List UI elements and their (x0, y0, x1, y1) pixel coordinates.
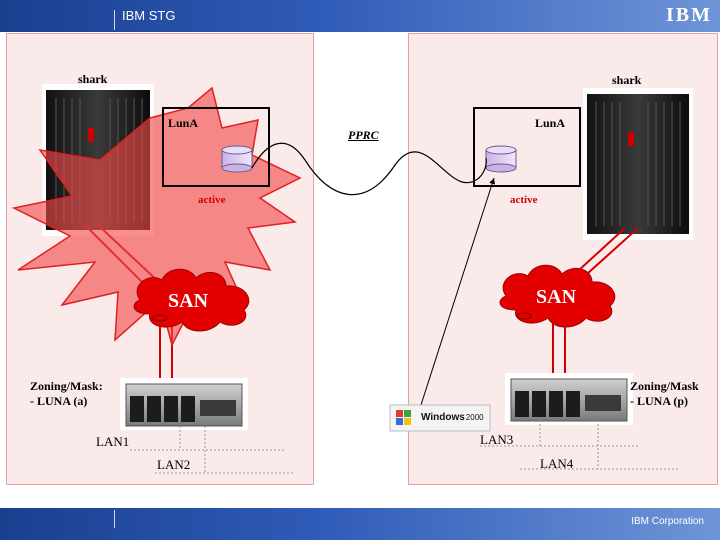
header-divider (114, 10, 115, 30)
left-lun-label: LunA (168, 116, 199, 130)
pprc-label: PPRC (348, 128, 379, 142)
ibm-logo: IBM (666, 4, 712, 26)
lan2-label: LAN2 (157, 457, 191, 472)
header-title: IBM STG (122, 8, 176, 23)
right-lun-box (473, 107, 581, 187)
lan1-label: LAN1 (96, 434, 130, 449)
left-zoning-text: Zoning/Mask: - LUNA (a) (30, 379, 103, 409)
footer-company: IBM Corporation (631, 516, 704, 527)
right-zoning-line1: Zoning/Mask (630, 379, 699, 393)
right-storage-label: shark (612, 73, 642, 87)
windows-name: Windows (421, 412, 465, 423)
right-zoning-line2: - LUNA (p) (630, 394, 689, 408)
right-disk-icon (485, 145, 517, 173)
left-lun-state: active (198, 194, 226, 206)
right-zoning-text: Zoning/Mask - LUNA (p) (630, 379, 699, 409)
left-zoning-line1: Zoning/Mask: (30, 379, 103, 393)
right-san-cloud (499, 264, 616, 328)
left-server (120, 378, 248, 430)
left-storage-label: shark (78, 72, 108, 86)
windows-logo-text: Windows2000 (421, 412, 484, 423)
right-lun-label: LunA (535, 116, 566, 130)
right-san-label: SAN (536, 286, 577, 308)
left-zoning-line2: - LUNA (a) (30, 394, 88, 408)
lan4-label: LAN4 (540, 456, 574, 471)
lan3-label: LAN3 (480, 432, 514, 447)
right-server (505, 373, 633, 425)
pprc-link-curve (251, 142, 487, 196)
windows-logo-icon (389, 404, 491, 432)
right-lun-state: active (510, 194, 538, 206)
left-san-label: SAN (168, 290, 209, 312)
right-storage-rack (583, 88, 693, 240)
left-san-cloud (133, 268, 250, 332)
header-bar: IBM STG IBM (0, 0, 720, 32)
windows-version: 2000 (465, 413, 484, 422)
footer-divider (114, 510, 115, 528)
left-disk-icon (221, 145, 253, 173)
host-to-disk-arrow (419, 177, 496, 409)
footer-bar: IBM Corporation (0, 508, 720, 540)
lan-lines (130, 420, 680, 474)
